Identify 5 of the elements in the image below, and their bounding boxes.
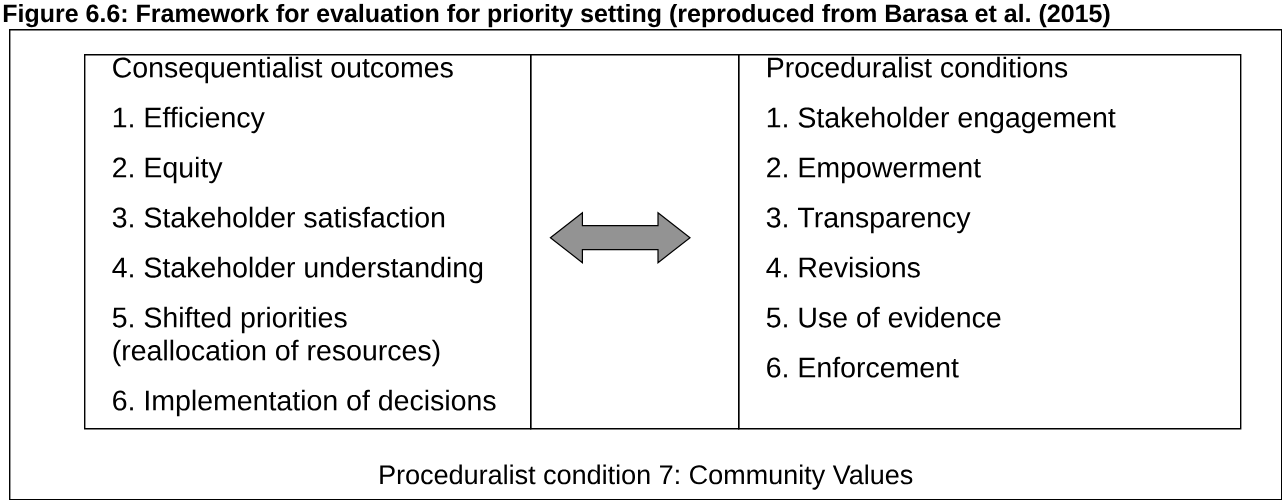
- double-arrow: [549, 211, 691, 264]
- table-cell: [530, 54, 740, 430]
- table-cell: Consequentialist outcomes 1. Efficiency 2. Equity 3. Stakeholder satisfaction 4. Stakeholder understanding 5. Shifted priorities (reallocation of resources) 6. Implementation of decisions: [84, 54, 532, 430]
- table-cell: Proceduralist conditions 1. Stakeholder engagement 2. Empowerment 3. Transparency 4. Revisions 5. Use of evidence 6. Enforcement: [738, 54, 1242, 430]
- figure-title: Figure 6.6: Framework for evaluation for priority setting (reproduced from Barasa et al. (2015): [3, 3, 1110, 28]
